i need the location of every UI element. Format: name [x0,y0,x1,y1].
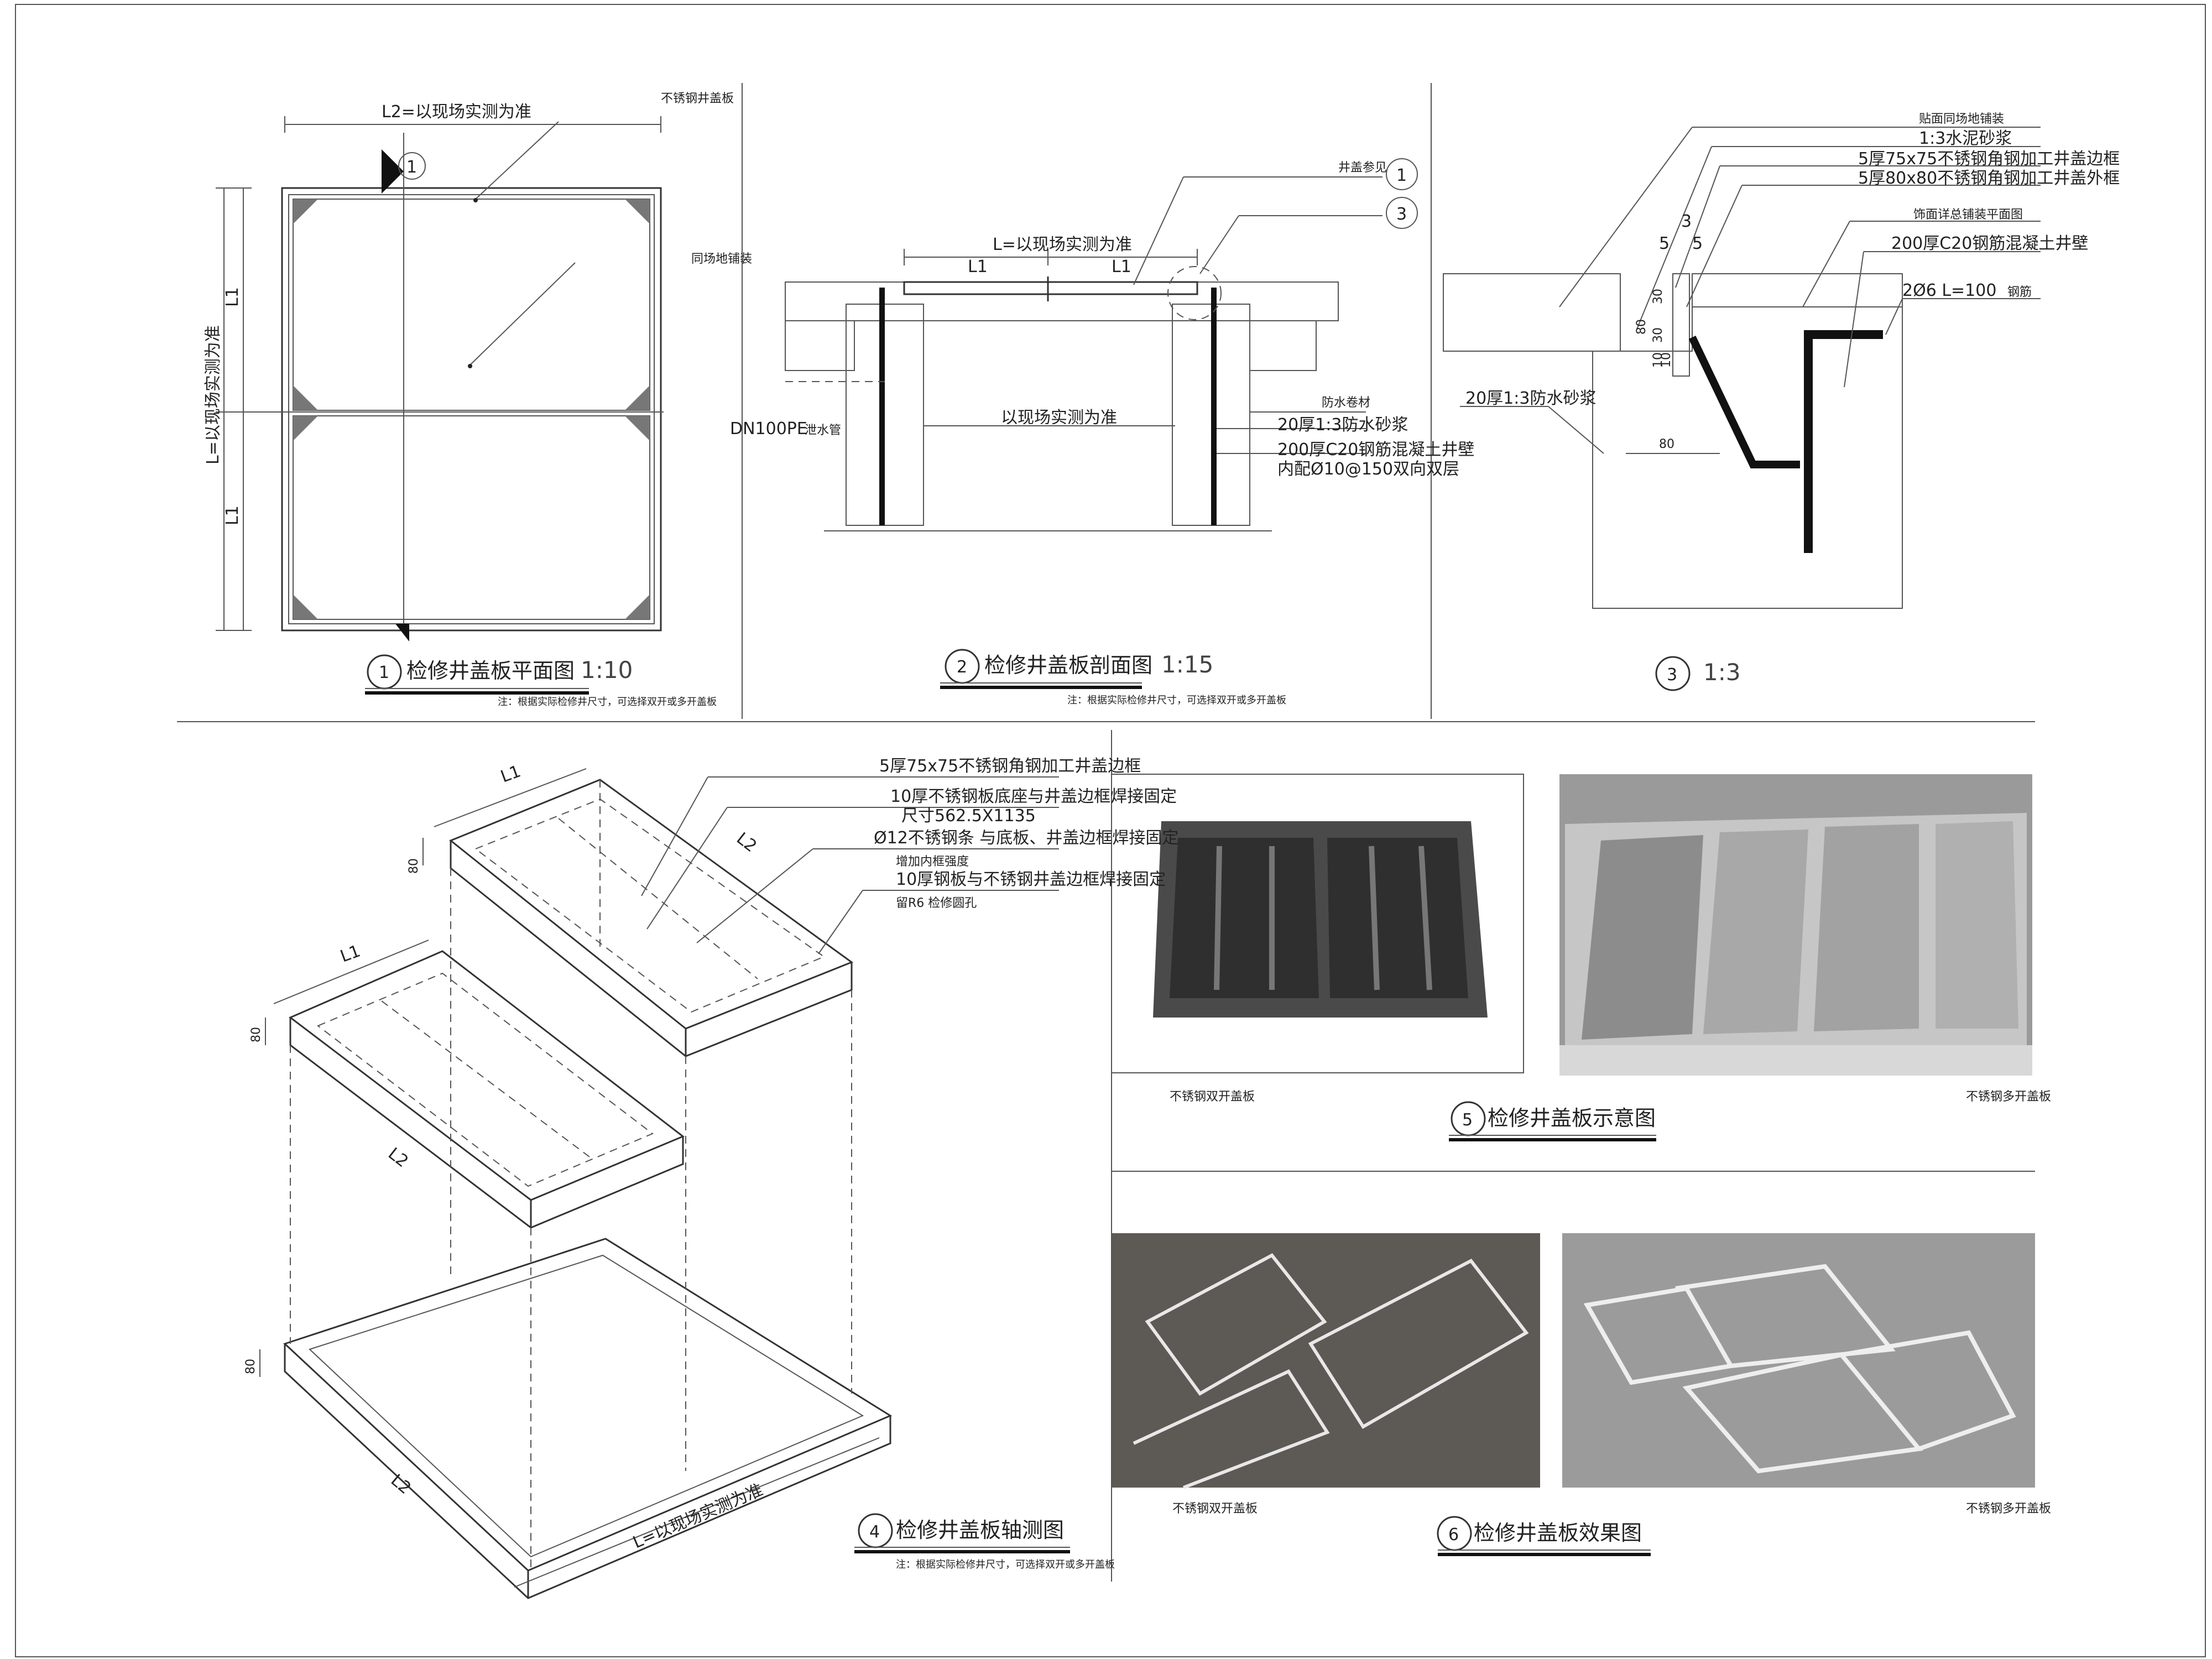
p2-lbl-wall: 200厚C20钢筋混凝土井壁 [1277,440,1474,460]
p2-dim-top: L=以现场实测为准 [993,235,1132,254]
p3-lbl-7: 2Ø6 L=100 [1902,281,1996,300]
p4-number: 4 [869,1522,880,1542]
p1-title: 检修井盖板平面图 [406,659,575,683]
p3-dim-80b: 80 [1659,437,1674,451]
p3-dim-30a: 30 [1651,289,1665,304]
p4-note: 注：根据实际检修井尺寸，可选择双开或多开盖板 [896,1559,1115,1571]
p4-dim-bottom: L=以现场实测为准 [630,1480,766,1553]
panel-6-photos [1112,1233,2035,1556]
p3-lbl-3: 5厚75x75不锈钢角钢加工井盖边框 [1858,149,2120,169]
p3-dim-30b: 30 [1651,327,1665,343]
p3-lbl-6: 200厚C20钢筋混凝土井壁 [1891,234,2088,253]
p6-title: 检修井盖板效果图 [1474,1521,1642,1545]
p3-scale: 1:3 [1703,659,1741,686]
p3-lbl-4: 5厚80x80不锈钢角钢加工井盖外框 [1858,169,2120,188]
p3-number: 3 [1667,665,1677,685]
p3-dim-5a: 5 [1659,234,1670,253]
p1-number: 1 [379,663,389,682]
p4-dim-80a: 80 [407,858,421,874]
p1-callout-mid: 同场地铺装 [691,252,752,266]
p4-dim-80c: 80 [244,1359,258,1374]
p1-dim-l1a: L1 [223,287,242,307]
p1-scale: 1:10 [581,656,633,684]
p2-pipe-label: DN100PE [730,419,807,439]
p4-lbl-4: 10厚钢板与不锈钢井盖边框焊接固定 [896,870,1166,889]
p4-title: 检修井盖板轴测图 [896,1518,1064,1542]
p4-lbl-3: Ø12不锈钢条 与底板、井盖边框焊接固定 [874,828,1178,848]
p5-number: 5 [1462,1110,1473,1130]
p3-dim-3: 3 [1681,212,1692,231]
panel-5-photos [1111,774,2032,1141]
p1-callout-top: 不锈钢井盖板 [661,92,734,106]
p2-center-label: 以现场实测为准 [1001,408,1117,427]
p2-ref-b: 3 [1396,205,1407,224]
p2-scale: 1:15 [1161,651,1213,678]
p1-dim-left: L=以现场实测为准 [204,325,223,465]
p1-note: 注：根据实际检修井尺寸，可选择双开或多开盖板 [498,696,717,708]
p3-dim-80a: 80 [1635,319,1648,335]
p3-lbl-8: 20厚1:3防水砂浆 [1465,389,1596,408]
p5-caption-right: 不锈钢多开盖板 [1966,1090,2051,1104]
p2-pipe-sub: 泄水管 [805,424,841,437]
p4-dim-l1a: L1 [498,761,524,786]
p4-dim-80b: 80 [249,1027,263,1042]
p2-lbl-mortar: 20厚1:3防水砂浆 [1277,415,1408,435]
panel-2-section [785,158,1418,689]
panel-4-axonometric [259,768,1070,1599]
p2-number: 2 [957,658,967,677]
p6-caption-right: 不锈钢多开盖板 [1966,1502,2051,1516]
p3-dim-10a: 10 [1651,352,1665,368]
p6-number: 6 [1448,1525,1459,1545]
panel-3-detail [1443,127,2041,691]
p2-callout-ref-label: 井盖参见 [1338,161,1387,175]
p4-dim-l2c: L2 [387,1470,415,1498]
p2-ref-a: 1 [1396,166,1407,185]
p2-lbl-waterproof: 防水卷材 [1322,396,1370,410]
p4-lbl-2b: 尺寸562.5X1135 [901,806,1036,826]
sheet-border [15,4,2206,1657]
p4-dim-l2a: L2 [733,829,760,857]
p3-lbl-5: 饰面详总铺装平面图 [1913,208,2023,222]
p3-lbl-2: 1:3水泥砂浆 [1919,129,2012,148]
p1-section-ref: 1 [406,158,417,177]
p4-dim-l2b: L2 [384,1144,412,1172]
p4-dim-l1b: L1 [338,941,363,966]
p1-dim-l1b: L1 [223,505,242,525]
p4-lbl-3b: 增加内框强度 [896,855,969,869]
p1-dim-top: L2=以现场实测为准 [382,102,531,122]
p3-lbl-1: 贴面同场地铺装 [1919,112,2004,126]
panel-1-plan [216,116,664,695]
p5-caption-left: 不锈钢双开盖板 [1170,1090,1255,1104]
p5-title: 检修井盖板示意图 [1488,1106,1656,1130]
p3-lbl-7b: 钢筋 [2007,285,2032,299]
p4-lbl-1: 5厚75x75不锈钢角钢加工井盖边框 [879,757,1141,776]
p2-dim-l1a: L1 [968,257,988,276]
p4-lbl-4b: 留R6 检修圆孔 [896,896,977,910]
p2-lbl-rebar: 内配Ø10@150双向双层 [1277,460,1459,479]
p2-title: 检修井盖板剖面图 [984,653,1152,677]
p2-dim-l1b: L1 [1112,257,1131,276]
p6-caption-left: 不锈钢双开盖板 [1172,1502,1258,1516]
p2-note: 注：根据实际检修井尺寸，可选择双开或多开盖板 [1067,695,1286,706]
p3-dim-5b: 5 [1692,234,1703,253]
p3-dim-10b: 10 [1660,352,1673,368]
p4-lbl-2: 10厚不锈钢板底座与井盖边框焊接固定 [890,787,1177,806]
